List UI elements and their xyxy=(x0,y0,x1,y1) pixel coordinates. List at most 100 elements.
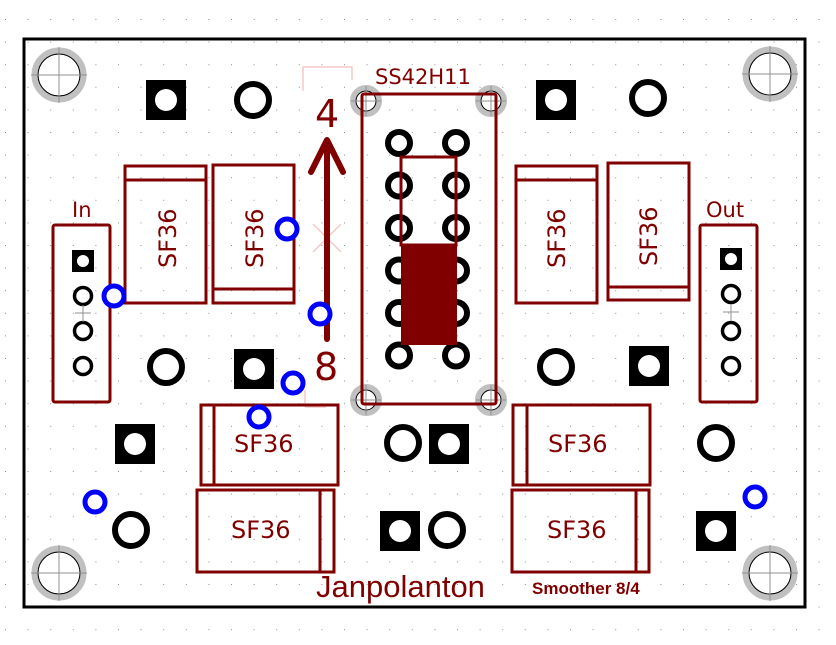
grid-dot xyxy=(773,290,775,292)
grid-dot xyxy=(773,177,775,179)
grid-dot xyxy=(524,380,526,382)
grid-dot xyxy=(163,41,165,43)
grid-dot xyxy=(796,629,797,631)
grid-dot xyxy=(457,584,458,585)
grid-dot xyxy=(615,245,617,246)
grid-dot xyxy=(366,154,368,156)
grid-dot xyxy=(72,335,74,337)
grid-dot xyxy=(547,19,549,20)
grid-dot xyxy=(411,561,413,563)
grid-dot xyxy=(50,471,52,472)
grid-dot xyxy=(253,584,255,585)
grid-dot xyxy=(457,86,458,88)
grid-dot xyxy=(502,177,504,179)
grid-dot xyxy=(389,380,391,382)
grid-dot xyxy=(705,154,707,156)
grid-dot xyxy=(95,380,97,382)
grid-dot xyxy=(457,19,458,20)
grid-dot xyxy=(163,154,165,156)
grid-dot xyxy=(592,64,594,66)
grid-dot xyxy=(5,584,6,585)
grid-dot xyxy=(27,222,29,224)
grid-dot xyxy=(5,403,6,405)
grid-dot xyxy=(411,493,413,495)
grid-dot xyxy=(5,335,6,337)
grid-dot xyxy=(95,86,97,88)
grid-dot xyxy=(366,267,368,269)
grid-dot xyxy=(479,471,481,472)
grid-dot xyxy=(344,425,345,427)
grid-dot xyxy=(524,64,526,66)
grid-dot xyxy=(95,199,97,201)
grid-dot xyxy=(5,109,6,111)
grid-dot xyxy=(592,471,594,472)
grid-dot xyxy=(570,448,571,450)
grid-dot xyxy=(118,41,119,43)
grid-dot xyxy=(253,41,255,43)
grid-dot xyxy=(95,448,97,450)
grid-dot xyxy=(95,64,97,66)
grid-dot xyxy=(705,403,707,405)
grid-dot xyxy=(773,199,775,201)
grid-dot xyxy=(5,222,6,224)
grid-dot xyxy=(592,245,594,246)
grid-dot xyxy=(479,358,481,359)
grid-dot xyxy=(502,267,504,269)
pad-square xyxy=(146,80,186,120)
grid-dot xyxy=(434,629,436,631)
grid-dot xyxy=(5,425,6,427)
grid-dot xyxy=(683,425,684,427)
pad-round xyxy=(234,81,272,119)
grid-dot xyxy=(457,471,458,472)
grid-dot xyxy=(140,629,142,631)
grid-dot xyxy=(705,584,707,585)
grid-dot xyxy=(796,19,797,20)
grid-dot xyxy=(276,86,278,88)
grid-dot xyxy=(140,132,142,133)
grid-dot xyxy=(773,448,775,450)
grid-dot xyxy=(276,41,278,43)
grid-dot xyxy=(298,358,300,359)
grid-dot xyxy=(592,425,594,427)
grid-dot xyxy=(208,584,210,585)
grid-dot xyxy=(389,199,391,201)
grid-dot xyxy=(728,629,730,631)
grid-dot xyxy=(389,64,391,66)
grid-dot xyxy=(95,538,97,540)
diode-d4-label: SF36 xyxy=(635,206,663,266)
grid-dot xyxy=(118,267,119,269)
grid-dot xyxy=(208,222,210,224)
grid-dot xyxy=(185,561,187,563)
grid-dot xyxy=(750,538,752,540)
grid-dot xyxy=(253,177,255,179)
grid-dot xyxy=(637,19,639,20)
grid-dot xyxy=(705,380,707,382)
grid-dot xyxy=(502,222,504,224)
grid-dot xyxy=(479,245,481,246)
grid-dot xyxy=(95,222,97,224)
grid-dot xyxy=(95,154,97,156)
diode-d8-label: SF36 xyxy=(547,516,607,544)
grid-dot xyxy=(344,222,345,224)
grid-dot xyxy=(524,41,526,43)
grid-dot xyxy=(683,222,684,224)
grid-dot xyxy=(705,561,707,563)
grid-dot xyxy=(50,335,52,337)
connector-out: Out xyxy=(698,198,759,404)
grid-dot xyxy=(276,561,278,563)
grid-dot xyxy=(276,471,278,472)
grid-dot xyxy=(660,41,662,43)
grid-dot xyxy=(479,132,481,133)
grid-dot xyxy=(683,493,684,495)
grid-dot xyxy=(321,19,323,20)
grid-dot xyxy=(796,199,797,201)
grid-dot xyxy=(118,222,119,224)
grid-dot xyxy=(750,358,752,359)
grid-dot xyxy=(592,177,594,179)
grid-dot xyxy=(705,86,707,88)
grid-dot xyxy=(570,335,571,337)
grid-dot xyxy=(50,358,52,359)
grid-dot xyxy=(705,19,707,20)
grid-dot xyxy=(705,199,707,201)
grid-dot xyxy=(389,154,391,156)
